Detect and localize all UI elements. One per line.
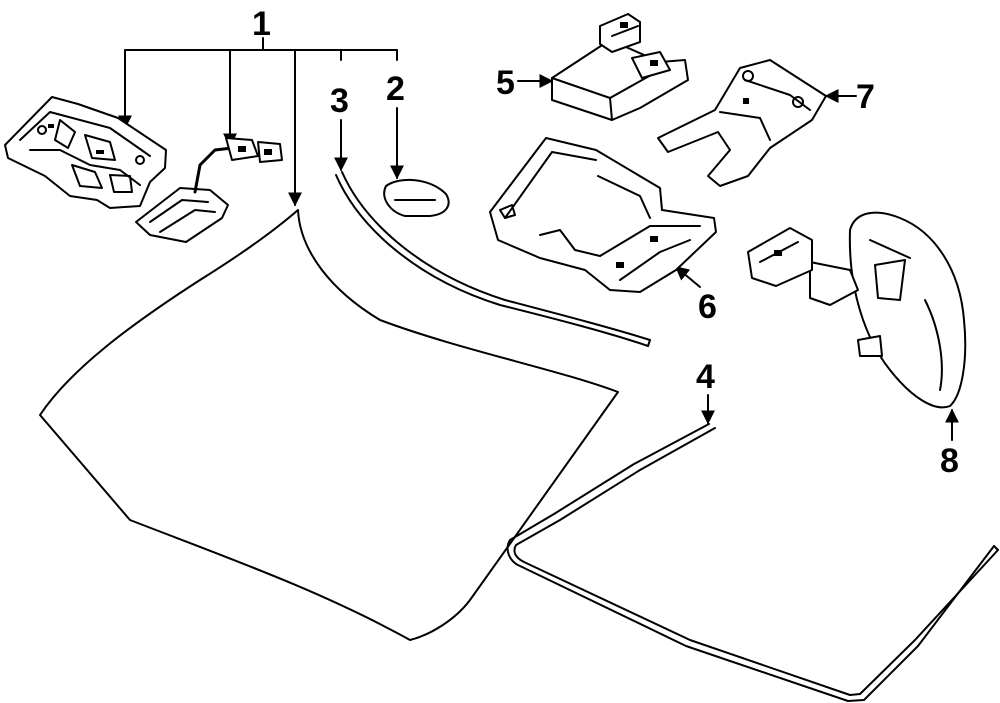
callout-3-label: 3 [330, 82, 349, 120]
callout-6-label: 6 [698, 288, 717, 326]
callout-8-label: 8 [940, 442, 959, 480]
rain-sensor-harness-part [135, 137, 283, 243]
windshield-weatherstrip-part [506, 423, 999, 702]
rearview-mirror-part [747, 211, 967, 409]
control-module-part [551, 13, 689, 121]
rain-sensor-bracket-part [4, 96, 167, 209]
upper-molding-strip-part [335, 171, 651, 347]
callout-5-label: 5 [496, 64, 515, 102]
sensor-cover-part [383, 178, 450, 217]
callout-6-leader [674, 266, 701, 288]
callout-7-label: 7 [856, 78, 875, 116]
callout-2-label: 2 [386, 70, 405, 108]
callout-1-label: 1 [252, 5, 271, 43]
callout-4-label: 4 [696, 358, 715, 396]
mirror-mount-bracket-part [657, 59, 827, 187]
windshield-glass-part [39, 209, 619, 641]
callout-1-leaders [118, 37, 398, 207]
overhead-console-part [489, 137, 717, 293]
